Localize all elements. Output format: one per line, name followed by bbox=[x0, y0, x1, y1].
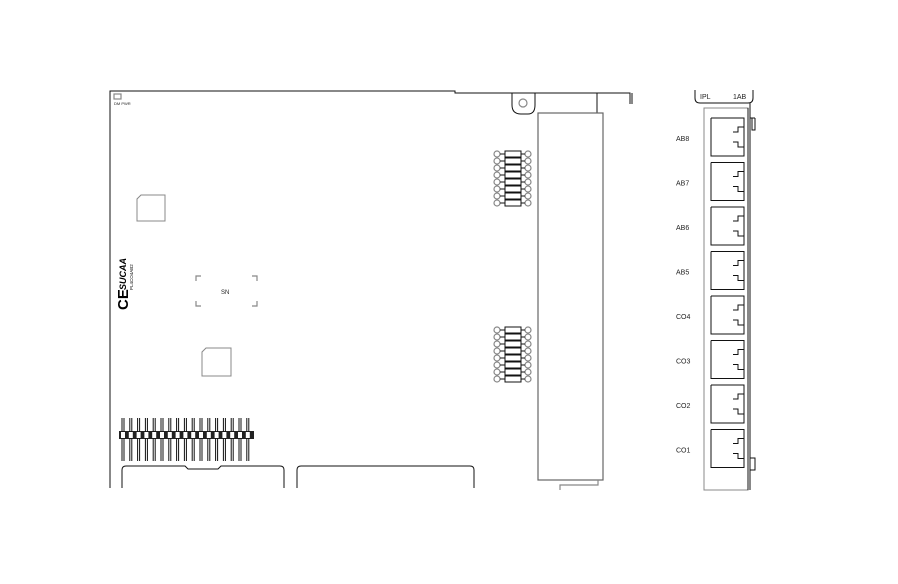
svg-text:1AB: 1AB bbox=[733, 94, 747, 101]
faceplate-bracket bbox=[537, 112, 604, 490]
svg-text:SUCAA: SUCAA bbox=[118, 258, 128, 290]
port-label: AB6 bbox=[676, 225, 689, 232]
svg-text:IPL: IPL bbox=[700, 94, 711, 101]
port-label: CO2 bbox=[676, 403, 691, 410]
rj45-port: AB5 bbox=[676, 251, 745, 290]
sn-label-box: SN bbox=[195, 275, 258, 307]
brand-marking: CE SUCAA PL4CO4AB2 bbox=[115, 258, 134, 310]
port-label: AB7 bbox=[676, 181, 689, 188]
port-label: AB5 bbox=[676, 270, 689, 277]
svg-text:PL4CO4AB2: PL4CO4AB2 bbox=[129, 264, 134, 290]
svg-text:CE: CE bbox=[115, 289, 132, 310]
resistor-array-1 bbox=[493, 150, 532, 207]
svg-text:DM PWR: DM PWR bbox=[114, 101, 131, 106]
resistor-array-2 bbox=[493, 326, 532, 383]
logo-mark: DM PWR bbox=[113, 93, 131, 106]
port-label: AB8 bbox=[676, 136, 689, 143]
chip-1 bbox=[136, 194, 166, 222]
rj45-port: CO1 bbox=[676, 429, 745, 468]
board-outline bbox=[109, 90, 633, 488]
chip-2 bbox=[201, 347, 232, 377]
rj45-port: AB6 bbox=[676, 206, 745, 246]
pin-header bbox=[119, 418, 254, 461]
svg-text:SN: SN bbox=[221, 290, 229, 296]
rj45-port: CO3 bbox=[676, 340, 745, 379]
rj45-port: CO4 bbox=[676, 295, 745, 335]
port-label: CO1 bbox=[676, 448, 691, 455]
port-label: CO3 bbox=[676, 359, 691, 366]
rj45-port: AB7 bbox=[676, 162, 745, 201]
rj45-port: CO2 bbox=[676, 384, 745, 424]
port-label: CO4 bbox=[676, 314, 691, 321]
rj45-port: AB8 bbox=[676, 117, 745, 157]
